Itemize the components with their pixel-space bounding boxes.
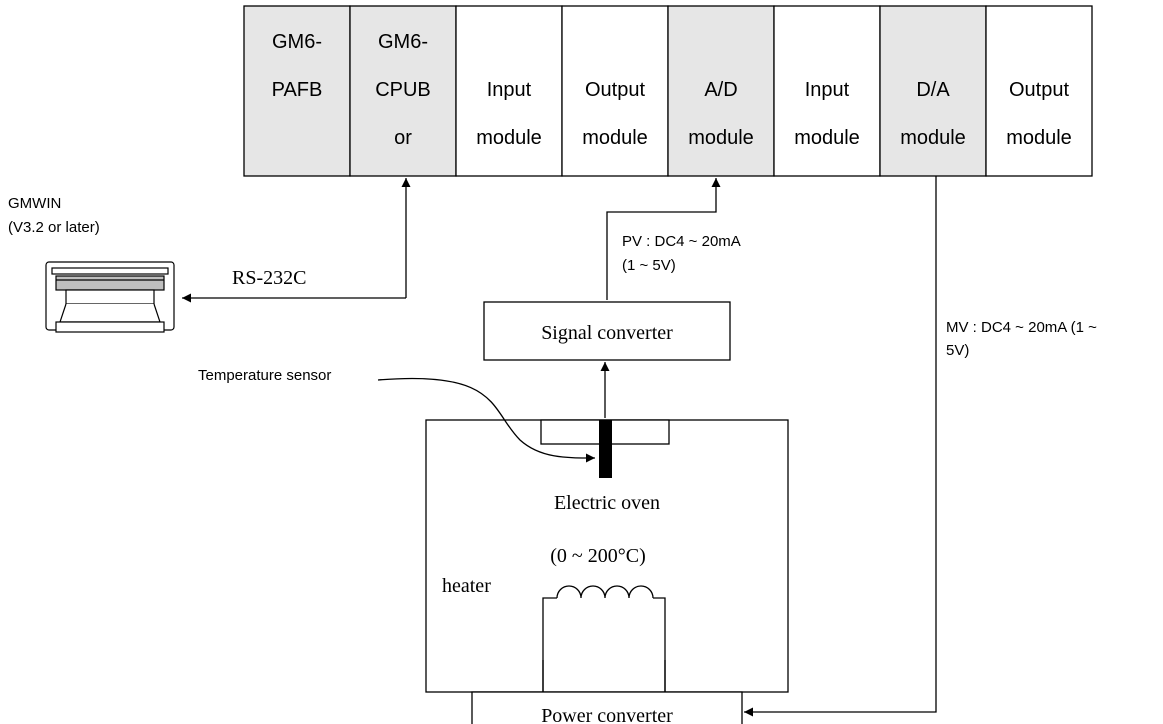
rack-module-label: module [1006,127,1072,149]
rack-module-8: Output module [985,5,1093,177]
pv-label: PV : DC4 ~ 20mA [622,233,741,250]
rack-module-label: GM6- [378,31,428,53]
pv-range-label: (1 ~ 5V) [622,257,676,274]
temperature-sensor-callout: Temperature sensor [198,367,596,463]
temperature-probe [599,420,612,478]
rs232c-label: RS-232C [232,267,306,289]
rack-module-label: Input [805,79,850,101]
rack-module-label: module [794,127,860,149]
temperature-sensor-label: Temperature sensor [198,367,331,384]
mv-range-label: 5V) [946,342,969,359]
mv-output-link: MV : DC4 ~ 20mA (1 ~ 5V) [744,176,1097,717]
rack-module-label: Output [585,79,645,101]
heater-label: heater [442,575,491,597]
gmwin-computer: GMWIN (V3.2 or later) [8,195,175,333]
rs232c-link: RS-232C [182,178,411,303]
rack-module-label: Input [487,79,532,101]
oven-label: Electric oven [554,492,660,514]
rack-module-5: A/D module [667,5,775,177]
rack-module-label: PAFB [272,79,323,101]
mv-label: MV : DC4 ~ 20mA (1 ~ [946,319,1097,336]
rack-module-label: module [900,127,966,149]
plc-rack: GM6- PAFB GM6- CPUB or Input module Output modul… [243,5,1093,177]
signal-converter-label: Signal converter [541,322,673,344]
rack-module-label: GM6- [272,31,322,53]
rack-module-6: Input module [773,5,881,177]
rack-module-4: Output module [561,5,669,177]
signal-converter: Signal converter [483,301,731,361]
power-converter-label: Power converter [541,705,673,724]
gmwin-label: GMWIN [8,195,61,212]
rack-module-label: CPUB [375,79,431,101]
rack-module-label: D/A [916,79,950,101]
rack-module-label: module [476,127,542,149]
rack-module-label: module [582,127,648,149]
rack-module-label: or [394,127,412,149]
pv-signal-link: PV : DC4 ~ 20mA (1 ~ 5V) [606,178,741,300]
rack-module-7: D/A module [879,5,987,177]
rack-module-3: Input module [455,5,563,177]
oven-range-label: (0 ~ 200°C) [550,545,645,567]
rack-module-1: GM6- PAFB [243,5,351,177]
electric-oven: Electric oven (0 ~ 200°C) heater [425,419,789,693]
computer-icon [45,261,175,333]
rack-module-label: Output [1009,79,1069,101]
power-converter: Power converter [471,660,743,724]
rack-module-2: GM6- CPUB or [349,5,457,177]
gmwin-version-label: (V3.2 or later) [8,219,100,236]
rack-module-label: A/D [704,79,737,101]
rack-module-label: module [688,127,754,149]
